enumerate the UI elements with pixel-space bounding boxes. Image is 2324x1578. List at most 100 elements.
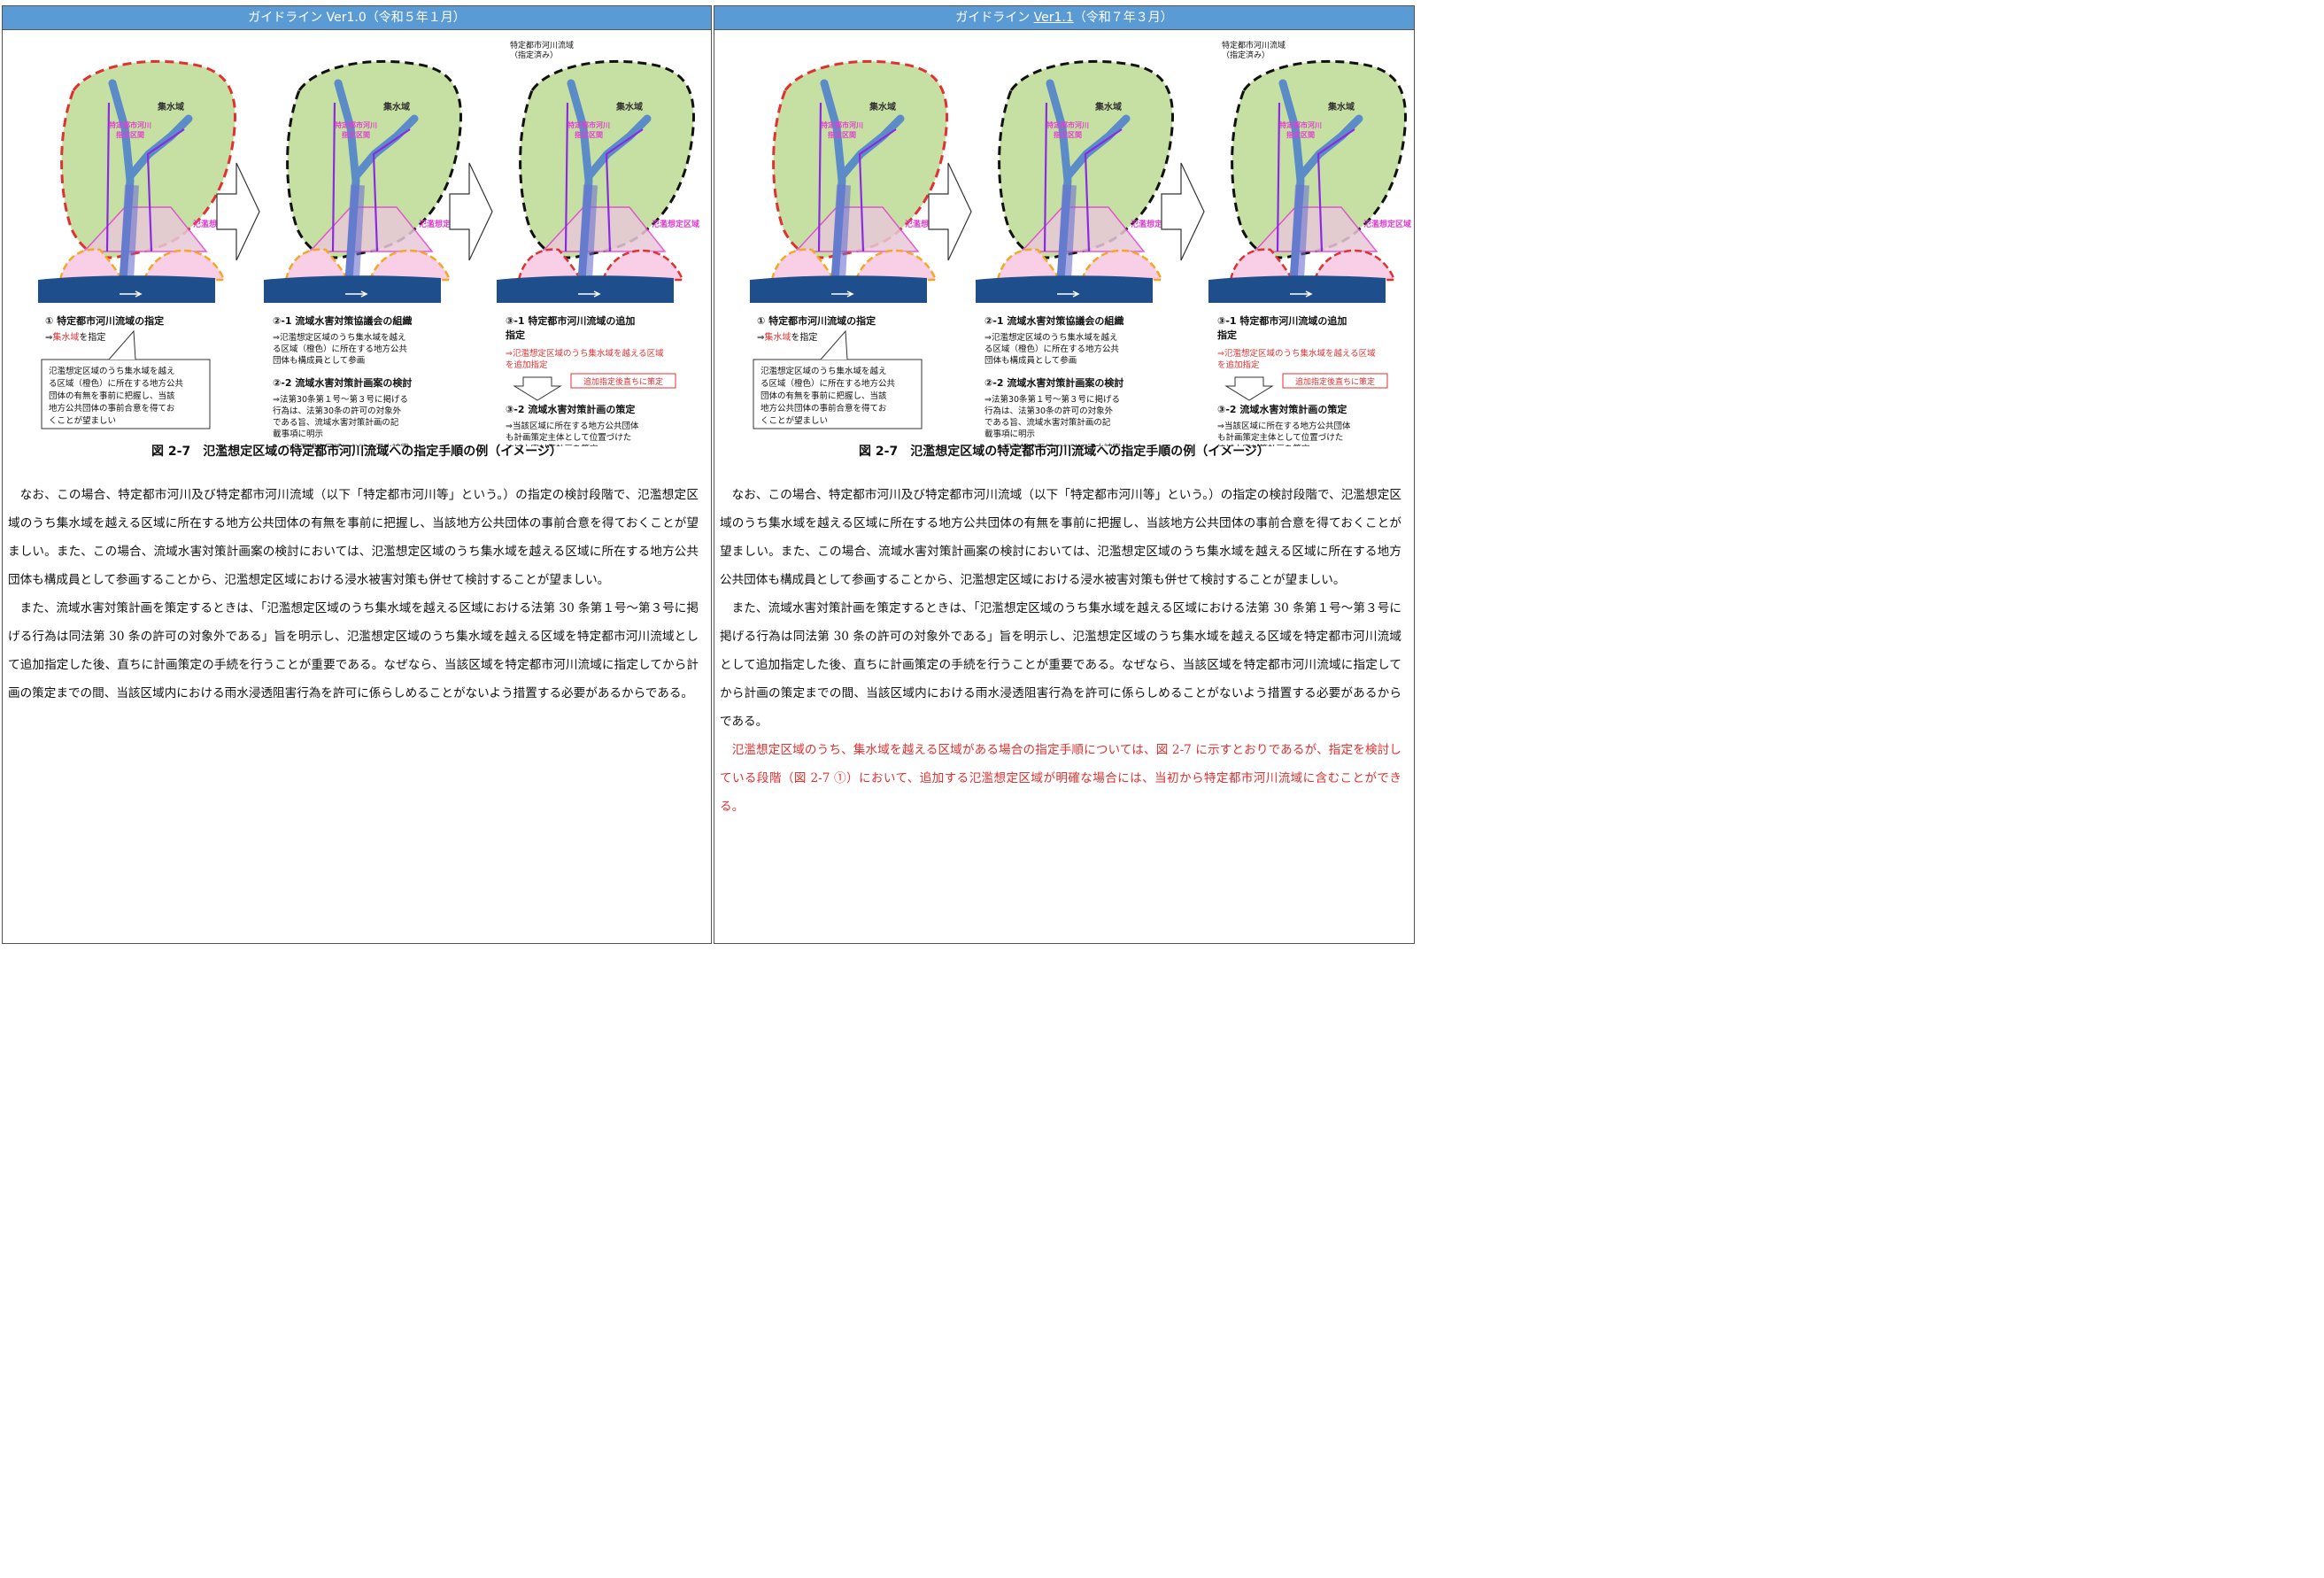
right-figure-caption: 図 2-7 氾濫想定区域の特定都市河川流域への指定手順の例（イメージ） bbox=[859, 445, 1270, 459]
flood-zone-triangle bbox=[82, 206, 208, 252]
step21-title: ②-1 流域水害対策協議会の組織 bbox=[984, 314, 1123, 327]
immediate-label: 追加指定後直ちに策定 bbox=[583, 376, 663, 387]
flow-arrows bbox=[105, 102, 185, 252]
immediate-label-box bbox=[570, 373, 676, 389]
step22-body: ⇒法第30条第１号～第３号に掲げる bbox=[273, 394, 408, 405]
right-header-prefix: ガイドライン bbox=[955, 11, 1034, 25]
right-figure: 集水域特定都市河川指定区間氾濫想定区域集水域特定都市河川指定区間氾濫想定区域集水… bbox=[714, 30, 1414, 446]
flow-arrow-icon bbox=[120, 290, 143, 298]
catchment-label: 集水域 bbox=[157, 101, 184, 112]
right-body: なお、この場合、特定都市河川及び特定都市河川流域（以下「特定都市河川等」という。… bbox=[720, 481, 1401, 821]
right-header-version: Ver1.1 bbox=[1033, 11, 1074, 25]
flood-area-right bbox=[1313, 249, 1396, 282]
step32-body: ⇒当該区域に所在する地方公共団体 bbox=[506, 421, 639, 431]
callout-text: 氾濫想定区域のうち集水域を越え bbox=[761, 366, 887, 376]
left-header-text: ガイドライン Ver1.0（令和５年１月） bbox=[248, 11, 466, 25]
designated-section-label: 特定都市河川 bbox=[1046, 120, 1089, 129]
paragraph: なお、この場合、特定都市河川及び特定都市河川流域（以下「特定都市河川等」という。… bbox=[720, 488, 1401, 587]
step22-title: ②-2 流域水害対策計画案の検討 bbox=[984, 376, 1123, 389]
flood-area-right bbox=[601, 249, 684, 282]
callout-box bbox=[753, 359, 923, 429]
designated-section-label: 特定都市河川 bbox=[1279, 120, 1322, 129]
callout-text: くことが望ましい bbox=[761, 415, 828, 426]
step21-body: る区域（橙色）に所在する地方公共 bbox=[273, 344, 408, 354]
step22-body: である旨、流域水害対策計画の記 bbox=[984, 417, 1111, 428]
step32-body: 流域水害対策計画を策定 bbox=[1217, 444, 1310, 446]
designated-basin-label: （指定済み） bbox=[1222, 50, 1270, 60]
step1-title: ① 特定都市河川流域の指定 bbox=[45, 314, 164, 327]
flood-area-left bbox=[58, 248, 125, 282]
designated-section-label: 指定区間 bbox=[575, 130, 603, 139]
flow-arrows bbox=[1043, 102, 1123, 252]
flood-area-right bbox=[368, 249, 452, 282]
left-column: ガイドライン Ver1.0（令和５年１月） 集水域特定都市河川指定区間氾濫想定区… bbox=[2, 5, 712, 944]
step1-title: ① 特定都市河川流域の指定 bbox=[757, 314, 876, 327]
step31-body: を追加指定 bbox=[1217, 360, 1260, 370]
callout-text: 氾濫想定区域のうち集水域を越え bbox=[49, 366, 175, 376]
step32-body: も計画策定主体として位置づけた bbox=[506, 432, 631, 443]
designated-section-label: 指定区間 bbox=[342, 130, 370, 139]
right-column: ガイドライン Ver1.1（令和７年３月） 集水域特定都市河川指定区間氾濫想定区… bbox=[714, 5, 1415, 944]
paragraph: なお、この場合、特定都市河川及び特定都市河川流域（以下「特定都市河川等」という。… bbox=[8, 488, 699, 587]
flood-area-left bbox=[284, 248, 351, 282]
flow-arrow-icon bbox=[1057, 290, 1080, 298]
flood-area-right bbox=[1080, 249, 1163, 282]
callout-text: 地方公共団体の事前合意を得てお bbox=[761, 403, 887, 414]
added-paragraph: 氾濫想定区域のうち、集水域を越える区域がある場合の指定手順については、図 2-7… bbox=[720, 743, 1401, 814]
designated-section-label: 指定区間 bbox=[1286, 130, 1315, 139]
step22-title: ②-2 流域水害対策計画案の検討 bbox=[273, 376, 412, 389]
left-figure: 集水域特定都市河川指定区間氾濫想定区域集水域特定都市河川指定区間氾濫想定区域集水… bbox=[3, 30, 711, 446]
step31-body: ⇒氾濫想定区域のうち集水域を越える区域 bbox=[1217, 348, 1376, 359]
step32-title: ③-2 流域水害対策計画の策定 bbox=[506, 403, 635, 415]
figure-diagram: 集水域特定都市河川指定区間氾濫想定区域集水域特定都市河川指定区間氾濫想定区域集水… bbox=[38, 40, 699, 446]
catchment-label: 集水域 bbox=[615, 101, 643, 112]
paragraph: また、流域水害対策計画を策定するときは、「氾濫想定区域のうち集水域を越える区域に… bbox=[8, 601, 699, 700]
catchment-label: 集水域 bbox=[1327, 101, 1355, 112]
step-arrow bbox=[216, 162, 260, 261]
designated-basin-label: 特定都市河川流域 bbox=[510, 40, 574, 50]
flow-arrows bbox=[1276, 102, 1355, 252]
step22-body: 行為は、法第30条の許可の対象外 bbox=[273, 406, 402, 416]
step22-body: 載事項に明示 bbox=[273, 429, 323, 439]
designated-river-section bbox=[578, 184, 598, 281]
catchment-label: 集水域 bbox=[869, 101, 896, 112]
designated-section-label: 特定都市河川 bbox=[335, 120, 377, 129]
callout-box bbox=[41, 359, 211, 429]
step22-note: ※氾濫想定区域における浸水被害 bbox=[996, 443, 1121, 446]
step-arrow bbox=[449, 162, 493, 261]
step21-body: 団体も構成員として参画 bbox=[984, 355, 1077, 366]
flood-zone-triangle bbox=[794, 206, 920, 252]
flood-zone-triangle bbox=[308, 206, 434, 252]
flow-arrow-icon bbox=[345, 290, 368, 298]
designated-river-section bbox=[345, 184, 365, 281]
flow-arrows bbox=[817, 102, 897, 252]
step21-body: ⇒氾濫想定区域のうち集水域を越え bbox=[273, 332, 405, 343]
designated-section-label: 特定都市河川 bbox=[821, 120, 863, 129]
step31-body: を追加指定 bbox=[506, 360, 548, 370]
step31-title: 指定 bbox=[506, 329, 525, 341]
left-header: ガイドライン Ver1.0（令和５年１月） bbox=[3, 6, 711, 30]
designated-section-label: 指定区間 bbox=[828, 130, 856, 139]
designated-river-section bbox=[831, 184, 851, 281]
step21-body: る区域（橙色）に所在する地方公共 bbox=[984, 344, 1120, 354]
step31-title: 指定 bbox=[1217, 329, 1237, 341]
callout-text: 団体の有無を事前に把握し、当該 bbox=[49, 391, 175, 401]
flood-area-right bbox=[143, 249, 226, 282]
catchment-label: 集水域 bbox=[382, 101, 410, 112]
left-figure-caption: 図 2-7 氾濫想定区域の特定都市河川流域への指定手順の例（イメージ） bbox=[151, 445, 562, 459]
step22-note: ※氾濫想定区域における浸水被害 bbox=[284, 443, 409, 446]
immediate-label-box bbox=[1282, 373, 1388, 389]
designated-section-label: 特定都市河川 bbox=[109, 120, 151, 129]
left-body: なお、この場合、特定都市河川及び特定都市河川流域（以下「特定都市河川等」という。… bbox=[8, 481, 699, 708]
designated-river-section bbox=[1290, 184, 1309, 281]
flow-arrow-icon bbox=[578, 290, 601, 298]
step1-body: ⇒集水域を指定 bbox=[757, 331, 817, 343]
paragraph: また、流域水害対策計画を策定するときは、「氾濫想定区域のうち集水域を越える区域に… bbox=[720, 601, 1401, 729]
sea bbox=[497, 275, 674, 303]
callout-pointer bbox=[108, 329, 136, 360]
step31-title: ③-1 特定都市河川流域の追加 bbox=[506, 314, 635, 327]
